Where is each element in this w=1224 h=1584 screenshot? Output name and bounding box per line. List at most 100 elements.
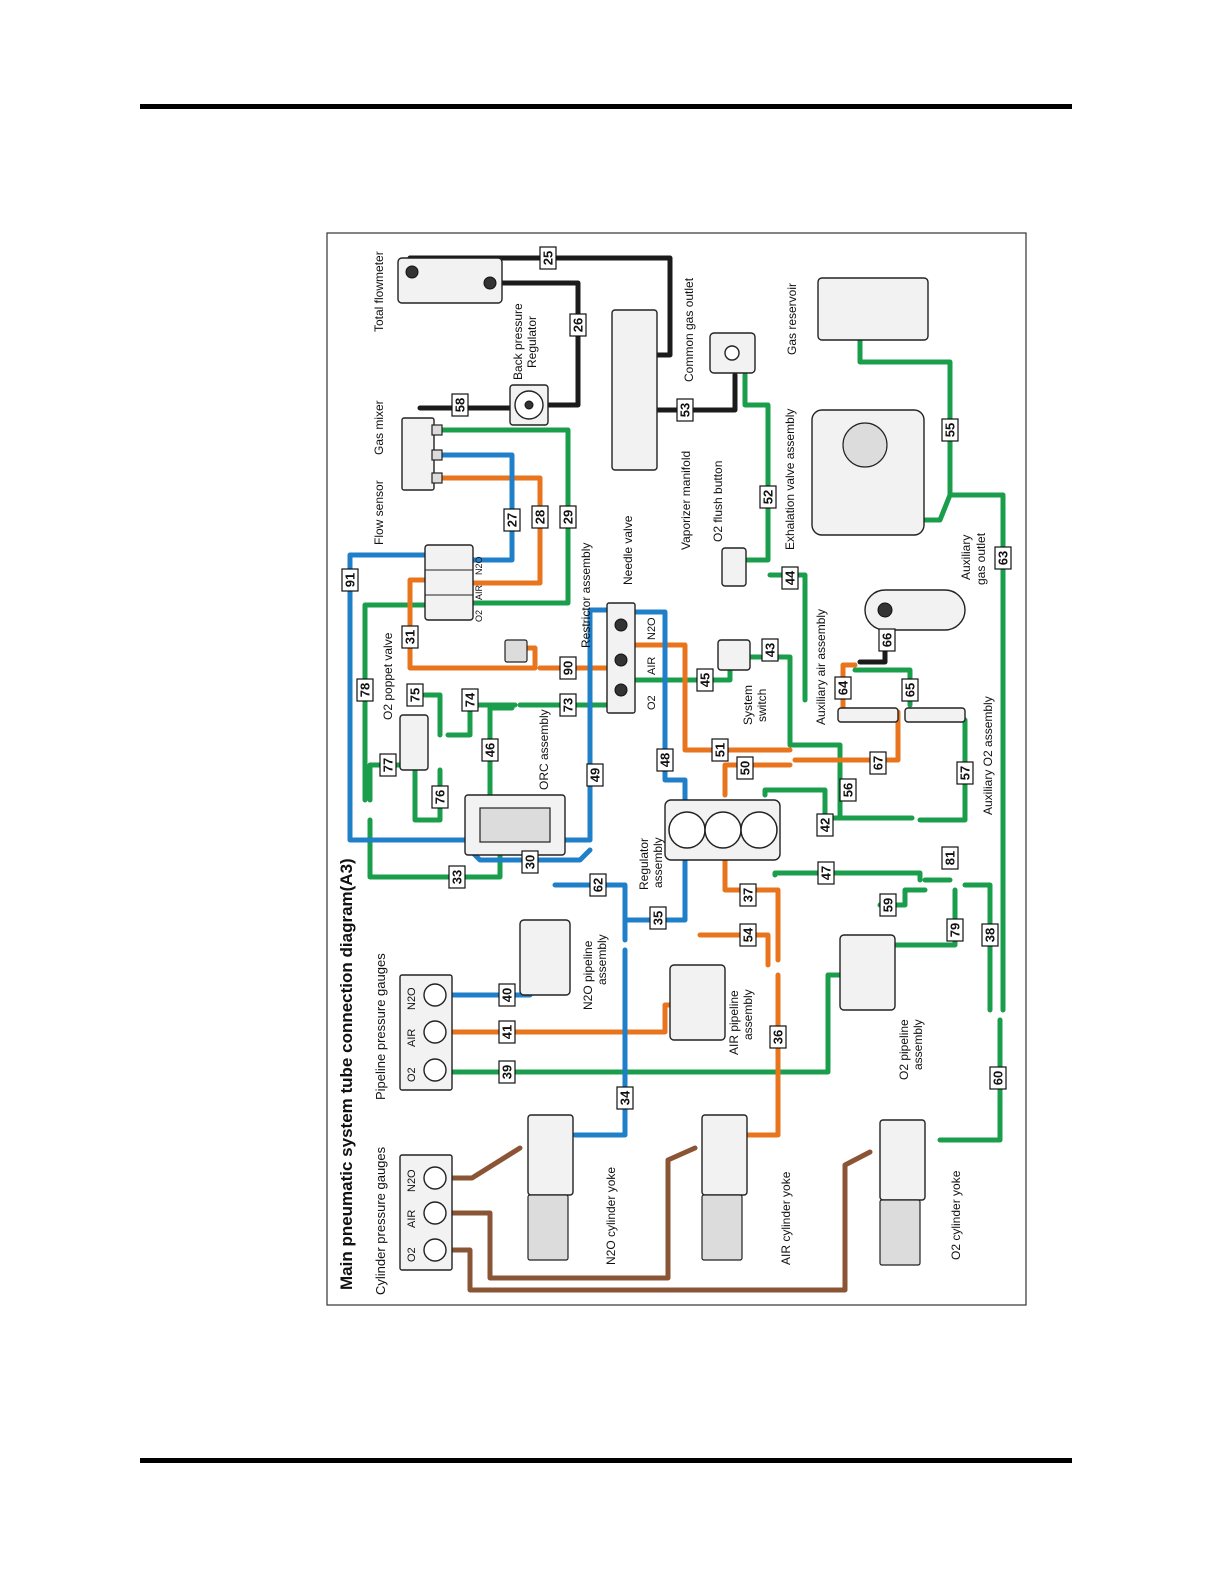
tube-badge-box-37 <box>739 883 757 907</box>
gas-mixer-port-3 <box>431 472 443 484</box>
label-vaporizer-manifold: Vaporizer manifold <box>679 451 693 550</box>
tube-badge-42: 42 <box>816 813 834 837</box>
regulator-gauge-1 <box>668 811 706 849</box>
tube-47 <box>772 870 923 883</box>
tube-badge-label-27: 27 <box>505 513 520 527</box>
tube-badge-label-48: 48 <box>658 753 673 767</box>
tube-39 <box>437 972 853 1075</box>
tube-badge-35: 35 <box>649 906 667 930</box>
tube-48 <box>627 609 688 803</box>
tube-62 <box>552 882 628 938</box>
label-nv-n2o: N2O <box>646 617 658 640</box>
tube-badge-73: 73 <box>559 693 577 717</box>
tube-badge-box-43 <box>761 638 779 662</box>
tube-badge-box-30 <box>521 850 539 874</box>
tube-badge-label-50: 50 <box>738 761 753 775</box>
tube-badge-label-34: 34 <box>618 1090 633 1105</box>
tube-badge-box-63 <box>994 546 1012 570</box>
label-air-pipeline-1: AIR pipeline <box>727 990 741 1055</box>
tube-badge-box-79 <box>946 918 964 942</box>
tube-badge-label-76: 76 <box>433 790 448 804</box>
regulator-gauge-2 <box>704 811 742 849</box>
tube-badge-label-51: 51 <box>713 743 728 757</box>
tube-badge-box-77 <box>379 753 397 777</box>
label-pipeline-air: AIR <box>406 1029 418 1047</box>
o2-poppet-valve <box>399 714 429 771</box>
tube-badge-36: 36 <box>769 1025 787 1049</box>
tube-91 <box>347 552 468 843</box>
tube-badge-label-64: 64 <box>836 680 851 695</box>
tube-badge-label-38: 38 <box>983 928 998 942</box>
label-o2-pipeline-2: assembly <box>911 1019 925 1070</box>
tube-badge-label-37: 37 <box>741 888 756 902</box>
tube-67 <box>792 709 901 763</box>
tube-badge-box-28 <box>531 505 549 529</box>
tube-badge-box-65 <box>901 678 919 702</box>
tube-63 <box>947 492 1006 1013</box>
tube-badge-box-66 <box>878 628 896 652</box>
tube-badge-label-58: 58 <box>453 398 468 412</box>
tube-badge-label-28: 28 <box>533 510 548 524</box>
tube-badge-label-35: 35 <box>651 911 666 925</box>
tube-badge-box-46 <box>481 738 499 762</box>
tube-54 <box>697 932 771 968</box>
tube-badge-box-31 <box>401 625 419 649</box>
auxiliary-air-assembly <box>837 707 899 723</box>
tube-badge-label-46: 46 <box>483 743 498 757</box>
tube-badge-label-57: 57 <box>958 766 973 780</box>
tube-badge-62: 62 <box>589 873 607 897</box>
tube-badge-label-39: 39 <box>500 1065 515 1079</box>
tube-badge-label-75: 75 <box>408 688 423 702</box>
tube-badge-box-41 <box>498 1020 516 1044</box>
o2-flush-button <box>721 547 747 587</box>
tube-43 <box>737 654 915 821</box>
tube-o2-cylinder-gauge <box>437 1149 873 1293</box>
tube-badge-47: 47 <box>817 861 835 885</box>
tube-38 <box>962 882 993 1013</box>
label-gas-reservoir: Gas reservoir <box>785 283 799 355</box>
tube-badge-box-81 <box>941 846 959 870</box>
tube-badge-box-40 <box>498 983 516 1007</box>
label-pipeline-n2o: N2O <box>406 987 418 1010</box>
tube-badge-box-64 <box>834 676 852 700</box>
tube-badge-box-52 <box>759 485 777 509</box>
tube-badge-64: 64 <box>834 676 852 700</box>
label-orc-assembly: ORC assembly <box>537 709 551 790</box>
label-flow-sensor: Flow sensor <box>372 480 386 545</box>
label-fs-air: AIR <box>474 584 484 600</box>
tube-45 <box>627 662 733 683</box>
tube-badge-91: 91 <box>341 568 359 592</box>
pipeline-gauge-air <box>423 1020 447 1044</box>
tube-badge-box-45 <box>696 668 714 692</box>
label-pipeline-o2: O2 <box>406 1067 418 1082</box>
label-o2-poppet-valve: O2 poppet valve <box>381 632 395 720</box>
tube-badge-58: 58 <box>451 393 469 417</box>
total-flowmeter <box>397 257 503 304</box>
tube-badge-label-33: 33 <box>450 870 465 884</box>
tube-badge-box-34 <box>616 1086 634 1110</box>
tube-badge-74: 74 <box>461 688 479 712</box>
o2-cylinder-yoke-frame <box>879 1199 921 1266</box>
label-cylinder-o2: O2 <box>406 1247 418 1262</box>
tube-badge-54: 54 <box>739 923 757 947</box>
label-fs-n2o: N2O <box>474 556 484 575</box>
cylinder-gauge-o2 <box>423 1238 447 1262</box>
tube-badge-box-47 <box>817 861 835 885</box>
tube-badge-label-41: 41 <box>500 1025 515 1039</box>
tube-badge-label-49: 49 <box>588 768 603 782</box>
tube-badge-52: 52 <box>759 485 777 509</box>
vaporizer-manifold <box>611 309 658 471</box>
label-cylinder-n2o: N2O <box>406 1169 418 1192</box>
tube-badge-box-56 <box>839 778 857 802</box>
tube-badge-60: 60 <box>989 1066 1007 1090</box>
label-pipeline-gauges: Pipeline pressure gauges <box>373 953 388 1100</box>
tube-badge-box-36 <box>769 1025 787 1049</box>
tube-50 <box>722 762 793 798</box>
gas-mixer-port-1 <box>431 424 443 436</box>
tube-badge-box-73 <box>559 693 577 717</box>
tube-badge-box-50 <box>736 756 754 780</box>
tube-badge-65: 65 <box>901 678 919 702</box>
tube-badge-label-26: 26 <box>571 318 586 332</box>
tube-badge-43: 43 <box>761 638 779 662</box>
